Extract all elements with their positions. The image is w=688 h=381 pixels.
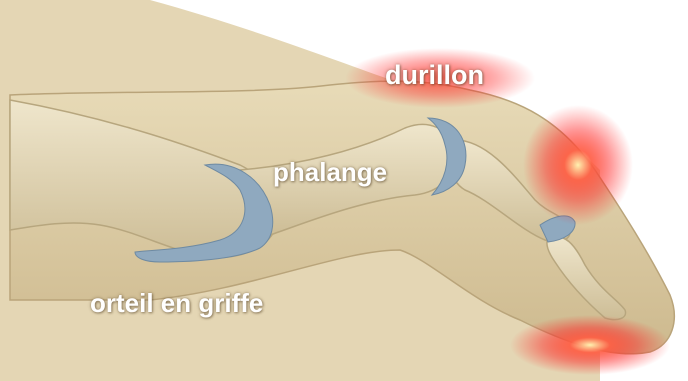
callus-label: durillon [385,60,484,91]
phalanx-label: phalange [273,157,387,188]
callus-glow-bottom [510,315,670,375]
callus-glow-tip [523,105,633,225]
claw-toe-label: orteil en griffe [90,288,263,319]
